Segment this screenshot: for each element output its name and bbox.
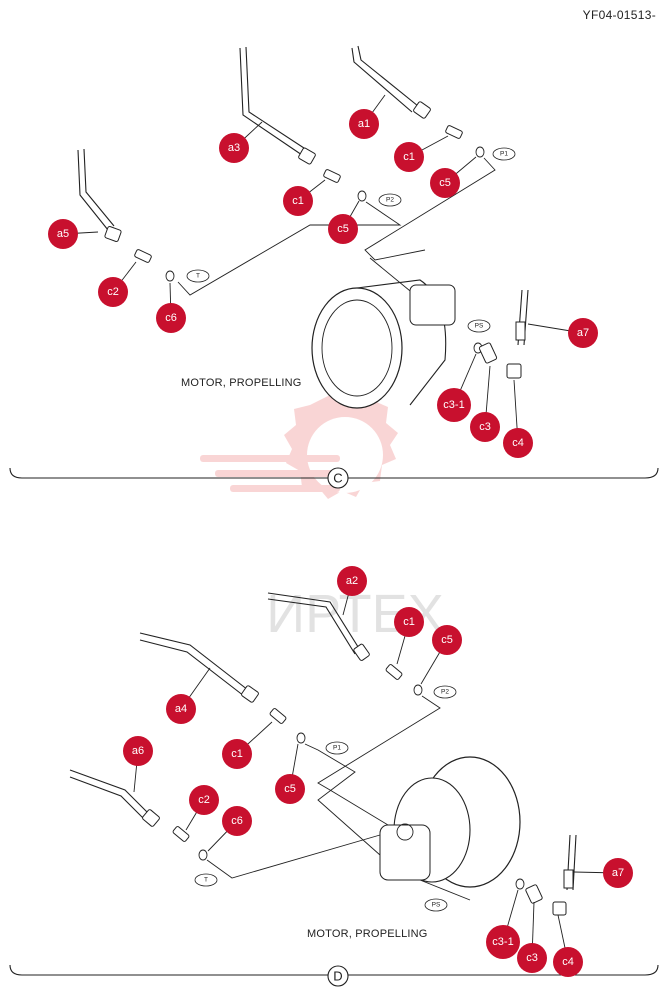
svg-text:c3: c3 [479, 421, 491, 433]
callout-a6-d: a6 [123, 736, 153, 766]
callout-c3-d: c3 [517, 943, 547, 973]
svg-text:P2: P2 [441, 689, 449, 696]
svg-text:c6: c6 [165, 312, 177, 324]
callout-c2-c: c2 [98, 277, 128, 307]
callout-c3-c: c3 [470, 412, 500, 442]
svg-text:c1: c1 [403, 616, 415, 628]
callouts-section-d: a2 c1 c5 a4 c1 c5 a6 c2 [123, 566, 633, 977]
svg-text:c3-1: c3-1 [443, 399, 464, 411]
callout-c1-lower-c: c1 [283, 186, 313, 216]
callout-c3-1-d: c3-1 [486, 925, 520, 959]
callout-c6-c: c6 [156, 303, 186, 333]
port-tag-p1-d: P1 [325, 741, 349, 755]
svg-text:c4: c4 [512, 437, 524, 449]
svg-text:c5: c5 [284, 783, 296, 795]
svg-text:PS: PS [475, 323, 484, 330]
section-d-separator: D [9, 964, 659, 987]
svg-text:P1: P1 [500, 151, 508, 158]
callout-a7-d: a7 [603, 858, 633, 888]
svg-text:c5: c5 [439, 177, 451, 189]
svg-text:c2: c2 [107, 286, 119, 298]
callout-c5-lower-c: c5 [328, 214, 358, 244]
callout-a4-d: a4 [166, 694, 196, 724]
svg-text:PS: PS [432, 902, 441, 909]
callout-c1-lower-d: c1 [222, 739, 252, 769]
callout-a2-d: a2 [337, 566, 367, 596]
caption-section-c: MOTOR, PROPELLING [181, 377, 302, 389]
svg-text:T: T [196, 273, 200, 280]
gear-logo-icon [200, 385, 398, 499]
callout-c2-d: c2 [189, 785, 219, 815]
svg-text:c2: c2 [198, 794, 210, 806]
callout-a3-c: a3 [219, 133, 249, 163]
svg-text:P1: P1 [333, 745, 341, 752]
svg-text:c1: c1 [403, 151, 415, 163]
document-id: YF04-01513- [582, 8, 656, 22]
svg-text:c4: c4 [562, 956, 574, 968]
caption-section-d: MOTOR, PROPELLING [307, 928, 428, 940]
svg-text:c6: c6 [231, 815, 243, 827]
callout-c1-upper-d: c1 [394, 607, 424, 637]
port-tags: P1 P2 T PS P2 P1 T PS [186, 147, 516, 912]
svg-text:a1: a1 [358, 118, 370, 130]
section-d-linework [69, 592, 577, 916]
port-tag-p1-c: P1 [492, 147, 516, 161]
callout-c4-d: c4 [553, 947, 583, 977]
callouts-section-c: a1 a3 a5 c1 c1 c5 c5 c2 [48, 109, 598, 458]
section-label-d: D [333, 969, 342, 984]
port-tag-t-d: T [194, 873, 218, 887]
svg-text:c1: c1 [231, 748, 243, 760]
callout-a5-c: a5 [48, 219, 78, 249]
callout-c5-upper-c: c5 [430, 168, 460, 198]
port-tag-p2-c: P2 [378, 193, 402, 207]
svg-text:a2: a2 [346, 575, 358, 587]
svg-text:a5: a5 [57, 228, 69, 240]
port-tag-t-c: T [186, 269, 210, 283]
svg-text:P2: P2 [386, 197, 394, 204]
port-tag-ps-c: PS [467, 319, 491, 333]
svg-text:c3: c3 [526, 952, 538, 964]
svg-text:c3-1: c3-1 [492, 936, 513, 948]
svg-text:a6: a6 [132, 745, 144, 757]
callout-c5-upper-d: c5 [432, 625, 462, 655]
svg-text:c5: c5 [441, 634, 453, 646]
section-c-separator: C [9, 467, 659, 489]
port-tag-ps-d: PS [424, 898, 448, 912]
callout-a7-c: a7 [568, 318, 598, 348]
callout-a1-c: a1 [349, 109, 379, 139]
svg-text:c5: c5 [337, 223, 349, 235]
callout-c4-c: c4 [503, 428, 533, 458]
svg-text:a4: a4 [175, 703, 187, 715]
section-c-linework [77, 45, 529, 409]
svg-text:a7: a7 [577, 327, 589, 339]
svg-text:a3: a3 [228, 142, 240, 154]
svg-text:a7: a7 [612, 867, 624, 879]
section-label-c: C [333, 471, 342, 486]
svg-text:T: T [204, 877, 208, 884]
callout-c5-lower-d: c5 [275, 774, 305, 804]
watermark: ИРТЕХ [200, 385, 444, 644]
svg-text:c1: c1 [292, 195, 304, 207]
callout-c3-1-c: c3-1 [437, 388, 471, 422]
port-tag-p2-d: P2 [433, 685, 457, 699]
callout-c1-upper-c: c1 [394, 142, 424, 172]
callout-c6-d: c6 [222, 806, 252, 836]
